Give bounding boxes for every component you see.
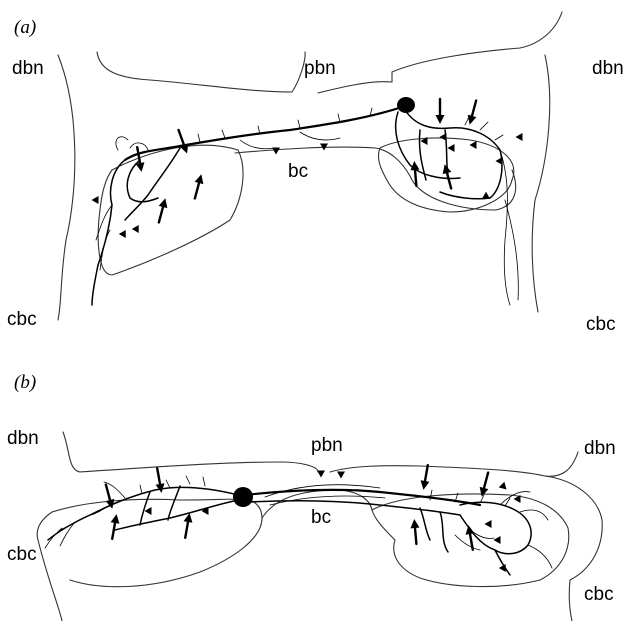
panel-a-label-cbc-right: cbc <box>586 314 616 335</box>
panel-b-soma <box>233 487 253 507</box>
panel-b-label-bc: bc <box>311 507 331 528</box>
panel-a: (a) <box>7 12 624 335</box>
panel-a-label-dbn-left: dbn <box>12 58 44 79</box>
panel-b-label-dbn-right: dbn <box>584 438 616 459</box>
panel-a-label: (a) <box>14 17 36 38</box>
panel-a-label-pbn: pbn <box>304 58 336 79</box>
panel-a-soma <box>397 97 415 113</box>
panel-a-label-bc: bc <box>288 161 308 182</box>
panel-b-label-pbn: pbn <box>311 435 343 456</box>
panel-b-label: (b) <box>14 372 36 393</box>
panel-b-label-cbc-left: cbc <box>7 544 37 565</box>
panel-b-neuron <box>45 476 552 575</box>
panel-a-label-dbn-right: dbn <box>592 58 624 79</box>
panel-b: (b) <box>7 372 616 621</box>
panel-b-arrows <box>102 464 493 550</box>
panel-a-label-cbc-left: cbc <box>7 309 37 330</box>
panel-b-label-dbn-left: dbn <box>7 428 39 449</box>
panel-a-neuron <box>92 97 518 305</box>
panel-b-label-cbc-right: cbc <box>584 584 614 605</box>
